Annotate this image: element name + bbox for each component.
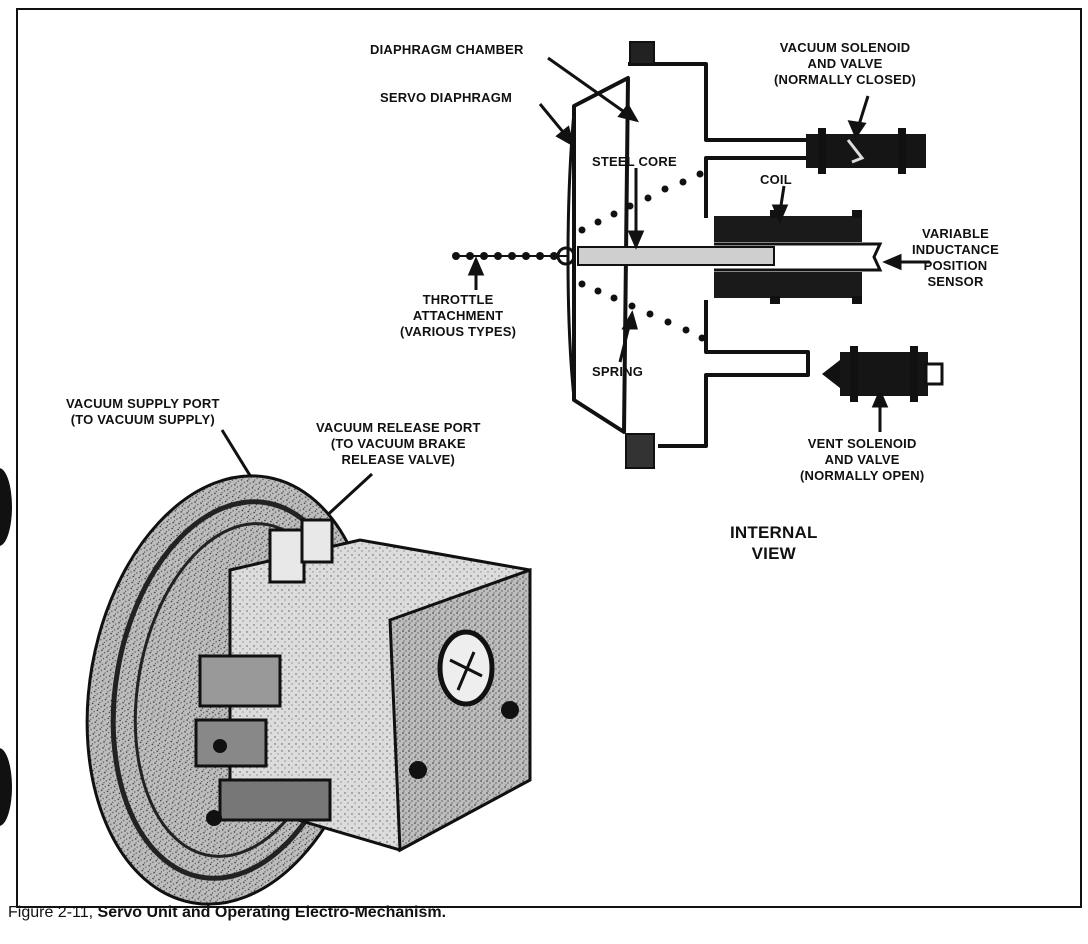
coil-upper: [714, 216, 862, 242]
binding-hole-top: [0, 468, 12, 546]
label-vacuum-solenoid: VACUUM SOLENOID AND VALVE (NORMALLY CLOS…: [774, 40, 917, 87]
spring-dots: [578, 170, 706, 342]
label-internal-view: INTERNAL VIEW: [730, 523, 818, 563]
sensor-tube: [714, 242, 883, 272]
figure-number: Figure 2-11,: [8, 904, 94, 921]
servo-unit-photo: [85, 474, 532, 906]
label-throttle-attachment: THROTTLE ATTACHMENT (VARIOUS TYPES): [400, 292, 517, 339]
label-vacuum-release-port: VACUUM RELEASE PORT (TO VACUUM BRAKE REL…: [316, 420, 481, 467]
servo-diaphragm-line: [566, 111, 576, 399]
label-spring: SPRING: [592, 364, 644, 379]
label-diaphragm-chamber: DIAPHRAGM CHAMBER: [370, 42, 524, 57]
figure-title: Servo Unit and Operating Electro-Mechani…: [97, 904, 447, 921]
steel-core-rod: [577, 246, 775, 266]
bottom-fitting: [625, 433, 655, 469]
label-servo-diaphragm: SERVO DIAPHRAGM: [380, 90, 513, 105]
coil-lower: [714, 272, 862, 298]
label-steel-core: STEEL CORE: [592, 154, 677, 169]
release-port-fitting: [300, 518, 334, 564]
figure-caption: Figure 2-11, Servo Unit and Operating El…: [8, 904, 446, 922]
throttle-chain: [452, 246, 576, 266]
supply-port-fitting: [268, 528, 306, 584]
label-vent-solenoid: VENT SOLENOID AND VALVE (NORMALLY OPEN): [800, 436, 925, 483]
label-variable-inductance: VARIABLE INDUCTANCE POSITION SENSOR: [912, 226, 999, 289]
top-fitting: [629, 41, 655, 65]
label-coil: COIL: [760, 172, 792, 187]
label-vacuum-supply-port: VACUUM SUPPLY PORT (TO VACUUM SUPPLY): [66, 396, 220, 427]
binding-hole-bottom: [0, 748, 12, 826]
servo-box-face: [388, 567, 532, 853]
